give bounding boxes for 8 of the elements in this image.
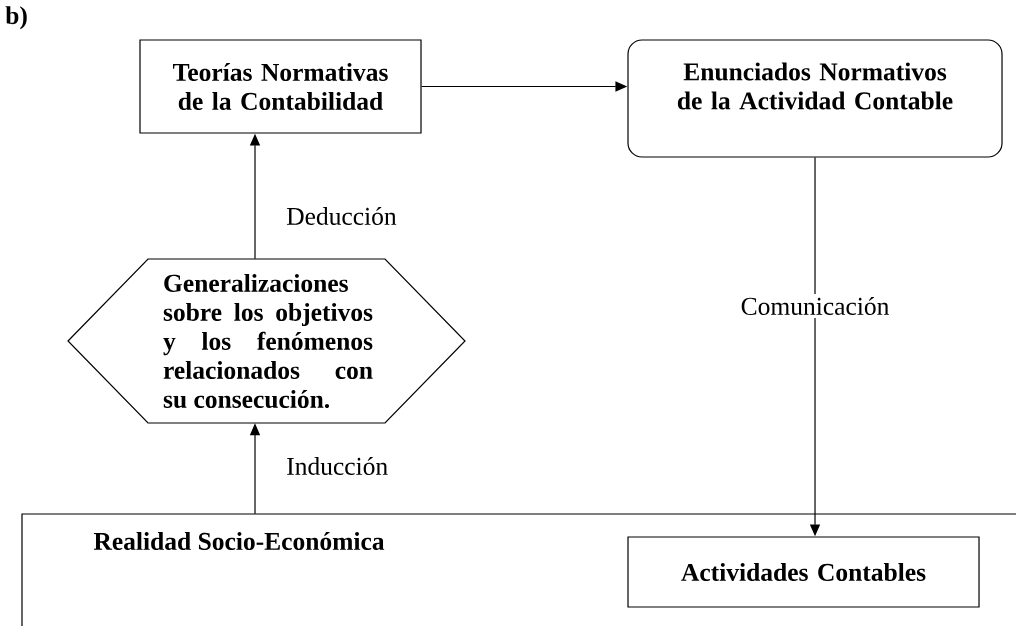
edge-label: Deducción: [286, 207, 397, 225]
edge-label: Comunicación: [737, 294, 893, 318]
hexagon-box: Generalizaciones sobre los objetivos y los fenómenos relacionados con su consecución.: [67, 258, 466, 424]
panel-label: b): [5, 6, 27, 30]
edge-label: Inducción: [287, 457, 388, 475]
process-box: Actividades Contables: [627, 536, 980, 608]
process-box: Teorías Normativas de la Contabilidad: [139, 39, 422, 134]
rounded-box: Enunciados Normativos de la Actividad Contable: [627, 39, 1003, 158]
